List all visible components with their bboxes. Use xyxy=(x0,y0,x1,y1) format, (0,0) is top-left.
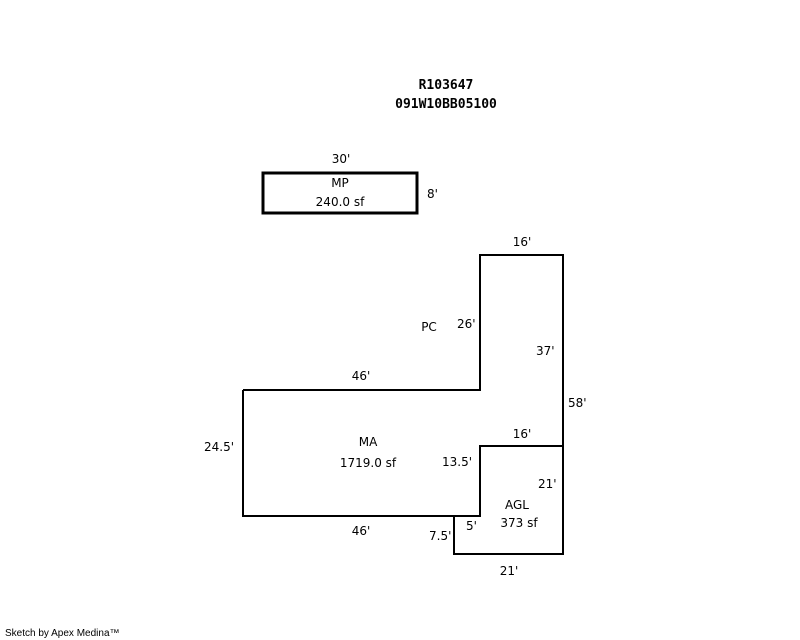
parcel-number: 091W10BB05100 xyxy=(395,97,497,112)
ma-dim-step: 16' xyxy=(513,427,532,441)
ma-dim-right: 58' xyxy=(568,396,587,410)
agl-dim-notch: 5' xyxy=(466,519,477,533)
ma-dim-bottom: 46' xyxy=(352,524,371,538)
ma-code: MA xyxy=(359,435,378,449)
agl-code: AGL xyxy=(505,498,529,512)
agl-outline xyxy=(454,445,563,517)
agl-area: 373 sf xyxy=(500,516,538,530)
mp-area: 240.0 sf xyxy=(316,195,365,209)
pc-dim-right: 37' xyxy=(536,344,555,358)
mp-code: MP xyxy=(331,176,349,190)
agl-dim-right: 21' xyxy=(538,477,557,491)
pc-dim-top: 16' xyxy=(513,235,532,249)
mp-outline xyxy=(261,171,419,215)
ma-dim-left: 24.5' xyxy=(204,440,234,454)
agl-dim-left: 7.5' xyxy=(429,529,451,543)
mp-dim-top: 30' xyxy=(332,152,351,166)
main-outline xyxy=(242,254,564,555)
account-number: R103647 xyxy=(419,78,474,93)
ma-dim-top: 46' xyxy=(352,369,371,383)
mp-dim-right: 8' xyxy=(427,187,438,201)
agl-dim-bottom: 21' xyxy=(500,564,519,578)
ma-dim-inner: 13.5' xyxy=(442,455,472,469)
pc-code: PC xyxy=(421,320,437,334)
ma-area: 1719.0 sf xyxy=(340,456,397,470)
footer-credit: Sketch by Apex Medina™ xyxy=(5,628,120,639)
pc-dim-left: 26' xyxy=(457,317,476,331)
